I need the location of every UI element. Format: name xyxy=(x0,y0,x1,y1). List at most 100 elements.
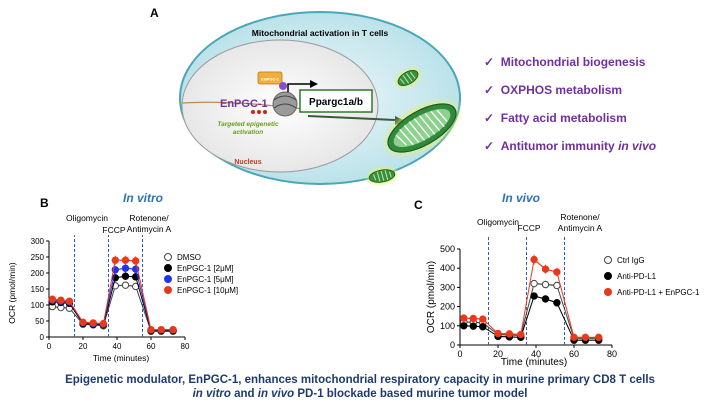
legend-label: Ctrl IgG xyxy=(617,256,645,265)
check-icon: ✓ xyxy=(484,55,495,69)
data-point xyxy=(121,256,130,264)
data-point xyxy=(541,280,550,289)
y-tick-label: 400 xyxy=(440,263,455,273)
data-point xyxy=(505,330,514,338)
figure-caption-line2: in vitro and in vivo PD-1 blockade based… xyxy=(192,388,528,400)
x-axis-label: Time (minutes) xyxy=(93,353,150,363)
cell-diagram: Mitochondrial activation in T cells EnPG… xyxy=(179,11,464,187)
data-point xyxy=(541,265,550,273)
series-connector xyxy=(68,300,84,323)
gene-box xyxy=(299,89,373,113)
data-point xyxy=(595,333,603,342)
data-point xyxy=(121,272,130,280)
y-tick-label: 250 xyxy=(31,253,45,262)
compound-label: EnPGC-1 xyxy=(220,98,268,110)
mitochondrion-small-bottom xyxy=(368,169,396,183)
data-point xyxy=(530,255,538,264)
legend-marker xyxy=(604,272,612,280)
data-point xyxy=(581,333,590,342)
data-point xyxy=(494,329,502,338)
data-point xyxy=(530,292,538,300)
benefit-item: ✓ Fatty acid metabolism xyxy=(484,111,627,125)
x-tick-label: 0 xyxy=(457,349,462,359)
nucleus-label: Nucleus xyxy=(234,159,261,166)
series-connector xyxy=(520,283,535,336)
check-icon: ✓ xyxy=(484,83,495,97)
data-point xyxy=(121,264,130,272)
legend-label: EnPGC-1 [2μM] xyxy=(177,264,234,273)
figure-caption-line1: Epigenetic modulator, EnPGC-1, enhances … xyxy=(65,374,655,386)
panel-b-letter: B xyxy=(40,196,49,210)
transcription-arrow xyxy=(287,83,310,92)
series-connector xyxy=(556,285,575,339)
cell-title: Mitochondrial activation in T cells xyxy=(252,28,389,38)
injection-label-oligomycin: Oligomycin xyxy=(66,213,108,223)
x-tick-label: 60 xyxy=(569,349,579,359)
data-point xyxy=(121,281,130,289)
data-point xyxy=(460,322,468,330)
data-point xyxy=(479,315,487,323)
compound-badge xyxy=(257,71,283,85)
series-connector xyxy=(520,259,535,335)
legend-marker xyxy=(164,253,172,261)
data-point xyxy=(65,297,74,305)
benefit-item: ✓ Mitochondrial biogenesis xyxy=(484,55,646,69)
compound-badge-label: ENPGC-1 xyxy=(261,77,280,82)
data-point xyxy=(57,296,65,304)
legend-marker xyxy=(164,286,172,294)
injection-label-oligomycin: Oligomycin xyxy=(477,217,519,227)
legend-label: EnPGC-1 [5μM] xyxy=(177,275,234,284)
data-point xyxy=(79,318,87,326)
data-point xyxy=(99,319,108,328)
compound-dot xyxy=(279,82,287,90)
y-tick-label: 500 xyxy=(440,244,455,254)
data-point xyxy=(553,299,561,307)
injection-label-antimycin: Antimycin A xyxy=(127,224,172,234)
data-point xyxy=(48,295,57,303)
targeted-line1: Targeted epigenetic xyxy=(217,121,279,128)
injection-label-antimycin: Antimycin A xyxy=(558,223,603,233)
x-tick-label: 40 xyxy=(531,349,541,359)
data-point xyxy=(132,257,140,265)
panel-c-title: In vivo xyxy=(502,191,541,205)
legend-label: EnPGC-1 [10μM] xyxy=(177,286,238,295)
injection-label-fccp: FCCP xyxy=(102,225,125,235)
activation-arrow xyxy=(307,115,396,121)
data-point xyxy=(469,322,477,330)
panel-b-title: In vitro xyxy=(123,191,164,205)
data-point xyxy=(553,268,561,276)
data-point xyxy=(479,323,487,331)
x-tick-label: 60 xyxy=(147,342,156,351)
series-connector xyxy=(102,260,116,324)
injection-label-rotenone: Rotenone/ xyxy=(129,213,169,223)
y-axis-label: OCR (pmol/min) xyxy=(7,262,17,324)
in-vitro-chart: Oligomycin FCCP Rotenone/ Antimycin A OC… xyxy=(7,213,238,363)
mitochondrion-main xyxy=(387,103,457,153)
benefit-item: ✓ Antitumor immunity in vivo xyxy=(484,139,657,153)
data-point xyxy=(111,256,120,264)
series-connector xyxy=(556,302,575,341)
check-icon: ✓ xyxy=(484,139,495,153)
x-tick-label: 0 xyxy=(47,342,52,351)
y-tick-label: 150 xyxy=(31,285,45,294)
legend-marker xyxy=(164,264,172,272)
data-point xyxy=(89,319,97,327)
series-connector xyxy=(135,286,152,332)
data-point xyxy=(169,325,177,334)
data-point xyxy=(517,330,525,339)
series-connector xyxy=(135,260,152,330)
x-tick-label: 20 xyxy=(493,349,503,359)
legend-label: Anti-PD-L1 xyxy=(617,272,657,281)
legend-label: Anti-PD-L1 + EnPGC-1 xyxy=(617,288,700,297)
data-point xyxy=(570,333,578,342)
data-point xyxy=(530,279,538,288)
legend-marker xyxy=(164,275,172,283)
benefit-item: ✓ OXPHOS metabolism xyxy=(484,83,623,97)
x-tick-label: 40 xyxy=(113,342,122,351)
y-axis-label: OCR (pmol/min) xyxy=(426,261,437,333)
mitochondrion-small-top xyxy=(397,70,419,86)
series-connector xyxy=(556,271,575,338)
panel-a-letter: A xyxy=(150,6,159,20)
injection-label-rotenone: Rotenone/ xyxy=(560,212,600,222)
in-vivo-chart: Oligomycin FCCP Rotenone/ Antimycin A OC… xyxy=(426,212,700,368)
